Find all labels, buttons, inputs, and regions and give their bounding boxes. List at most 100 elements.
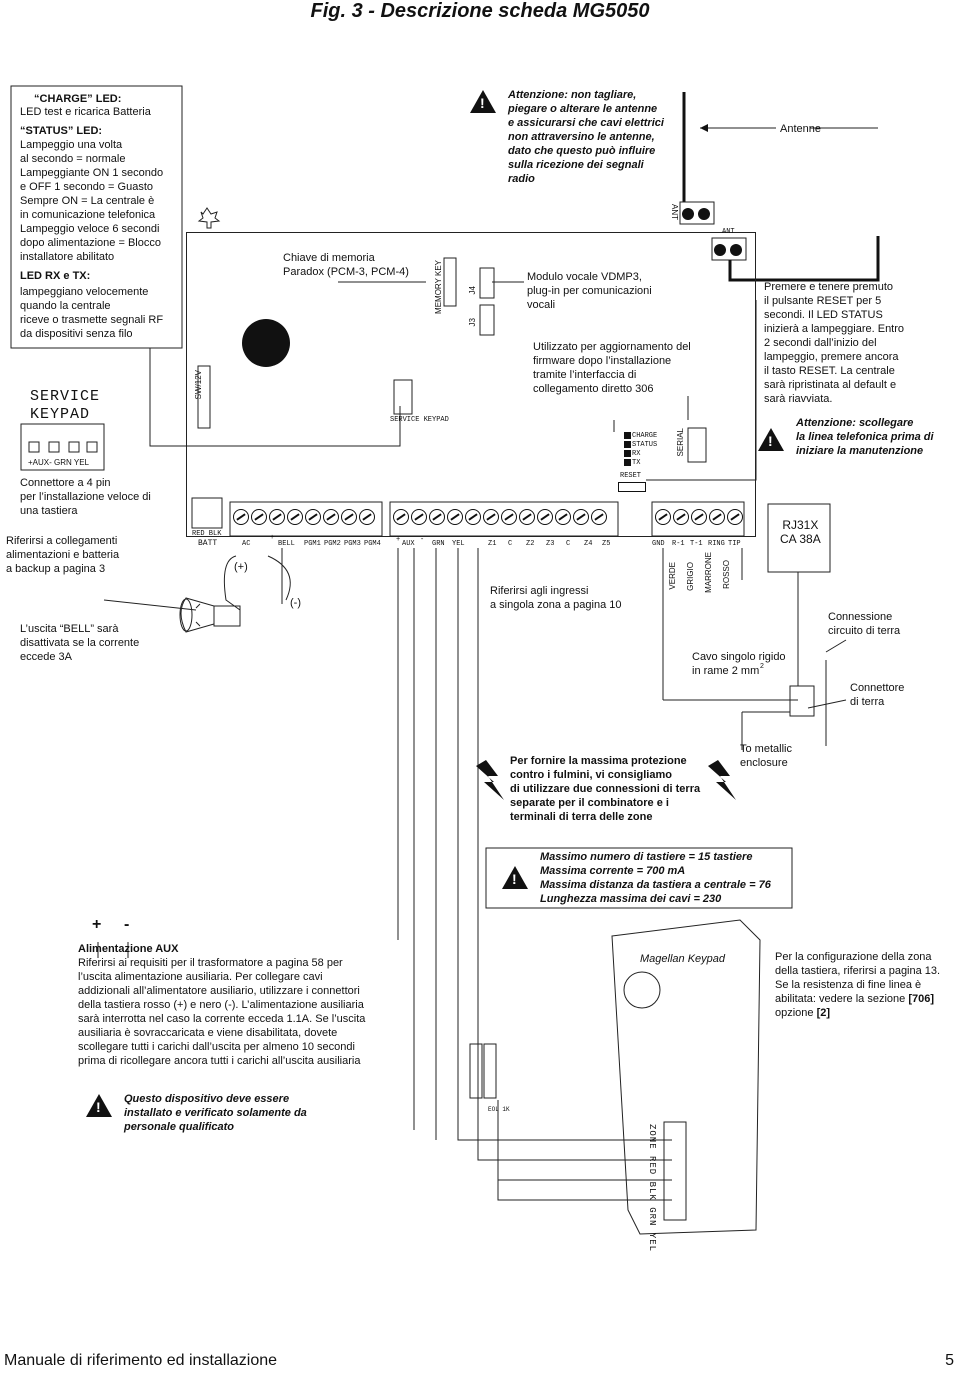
page-title: Fig. 3 - Descrizione scheda MG5050 [310,0,650,22]
terminal-screw[interactable] [393,509,409,525]
terminal-block-right [654,509,744,525]
cavo-superscript: 2 [760,663,764,670]
term-gnd: GND [652,540,665,548]
configurazione-note: Per la configurazione della zona della t… [775,950,940,1020]
cavo-label: Cavo singolo rigido in rame 2 mm [692,651,786,677]
term-r1: R-1 [672,540,685,548]
qualificato-note: Questo dispositivo deve essere installat… [124,1093,307,1133]
wire-grigio: GRIGIO [686,562,695,591]
aux-heading: Alimentazione AUX [78,943,179,955]
scollegare-warning: Attenzione: scollegare la linea telefoni… [796,417,934,457]
configurazione-option-number: [2] [816,1007,831,1019]
configurazione-section: [706] [908,993,934,1005]
terminal-screw[interactable] [555,509,571,525]
batt-polarity-label: RED BLK [192,530,222,538]
aux-text: Riferirsi ai requisiti per il trasformat… [78,957,366,1067]
terminal-block-left [232,509,376,525]
terminal-screw[interactable] [727,509,743,525]
terminal-screw[interactable] [305,509,321,525]
terminal-screw[interactable] [251,509,267,525]
connettore-terra-label: Connettore di terra [850,682,905,708]
j4-label: J4 [468,286,477,295]
terminal-screw[interactable] [269,509,285,525]
massimo-note: Massimo numero di tastiere = 15 tastiere… [540,851,771,905]
terminal-screw[interactable] [483,509,499,525]
rxtx-led-heading: LED RX e TX: [20,270,91,282]
tx-led-label: TX [632,459,641,467]
warning-icon: ! [758,428,784,451]
term-pgm4: PGM4 [364,540,381,548]
status-led-heading: “STATUS” LED: [20,125,103,137]
status-led-text: Lampeggio una volta al secondo = normale… [20,139,164,263]
terminal-screw[interactable] [323,509,339,525]
terminal-screw[interactable] [341,509,357,525]
terminal-screw[interactable] [501,509,517,525]
metallic-enclosure-label: To metallic enclosure [740,743,792,769]
term-aux-plus: + [396,536,401,544]
warning-icon: ! [502,866,528,889]
wire-rosso: ROSSO [722,560,731,589]
ant-label-2: ANT [722,228,735,236]
term-ac: AC [242,540,251,548]
configurazione-text: Per la configurazione della zona della t… [775,951,941,1005]
service-keypad-title: SERVICE KEYPAD [30,388,101,423]
terminal-screw[interactable] [359,509,375,525]
terminal-screw[interactable] [709,509,725,525]
status-led [624,441,631,448]
term-z3: Z3 [546,540,555,548]
terminal-screw[interactable] [537,509,553,525]
reset-button[interactable] [618,482,646,492]
term-bell: BELL [278,540,295,548]
aux-minus-sign: - [124,916,130,933]
term-pgm3: PGM3 [344,540,361,548]
term-z4: Z4 [584,540,593,548]
term-t1: T-1 [690,540,703,548]
terminal-screw[interactable] [287,509,303,525]
rj31x-label: RJ31X CA 38A [780,518,821,546]
terminal-screw[interactable] [447,509,463,525]
terminal-screw[interactable] [233,509,249,525]
term-aux: AUX [402,540,415,548]
term-pgm2: PGM2 [324,540,341,548]
connessione-terra-label: Connessione circuito di terra [828,611,901,637]
magellan-keypad-label: Magellan Keypad [640,953,726,965]
term-tip: TIP [728,540,741,548]
term-z2: Z2 [526,540,535,548]
warning-icon: ! [86,1094,112,1117]
terminal-screw[interactable] [519,509,535,525]
antenne-label: Antenne [780,123,821,135]
terminal-screw[interactable] [691,509,707,525]
resistor-label: EOL 1K [488,1106,510,1113]
terminal-screw[interactable] [655,509,671,525]
modulo-vocale-label: Modulo vocale VDMP3, plug-in per comunic… [527,271,652,311]
j3-label: J3 [468,318,477,327]
rxtx-led-text: lampeggiano velocemente quando la centra… [20,286,164,340]
term-ring: RING [708,540,725,548]
charge-led-label: CHARGE [632,432,658,440]
terminal-block-middle [392,509,608,525]
terminal-screw[interactable] [411,509,427,525]
board-service-keypad-label: SERVICE KEYPAD [390,416,449,424]
terminal-screw[interactable] [465,509,481,525]
charge-led-heading: “CHARGE” LED: [34,93,122,105]
term-c1: C [508,540,513,548]
mg5050-board [186,232,756,537]
reset-instructions: Premere e tenere premuto il pulsante RES… [764,281,905,405]
term-bell-plus: + [270,534,275,542]
ant-label-1: ANT [670,204,679,220]
antenne-warning: Attenzione: non tagliare, piegare o alte… [508,89,664,185]
batt-label: BATT [198,539,218,548]
charge-led-text: LED test e ricarica Batteria [20,106,151,118]
aux-plus-sign: + [92,916,102,933]
tx-led [624,459,631,466]
rx-led [624,450,631,457]
term-c2: C [566,540,571,548]
terminal-screw[interactable] [591,509,607,525]
terminal-screw[interactable] [429,509,445,525]
footer-manual-title: Manuale di riferimento ed installazione [4,1352,278,1369]
terminal-screw[interactable] [673,509,689,525]
footer-page-number: 5 [945,1352,954,1369]
terminal-screw[interactable] [573,509,589,525]
service-keypad-pins: +AUX- GRN YEL [28,458,89,467]
warning-icon: ! [470,90,496,113]
